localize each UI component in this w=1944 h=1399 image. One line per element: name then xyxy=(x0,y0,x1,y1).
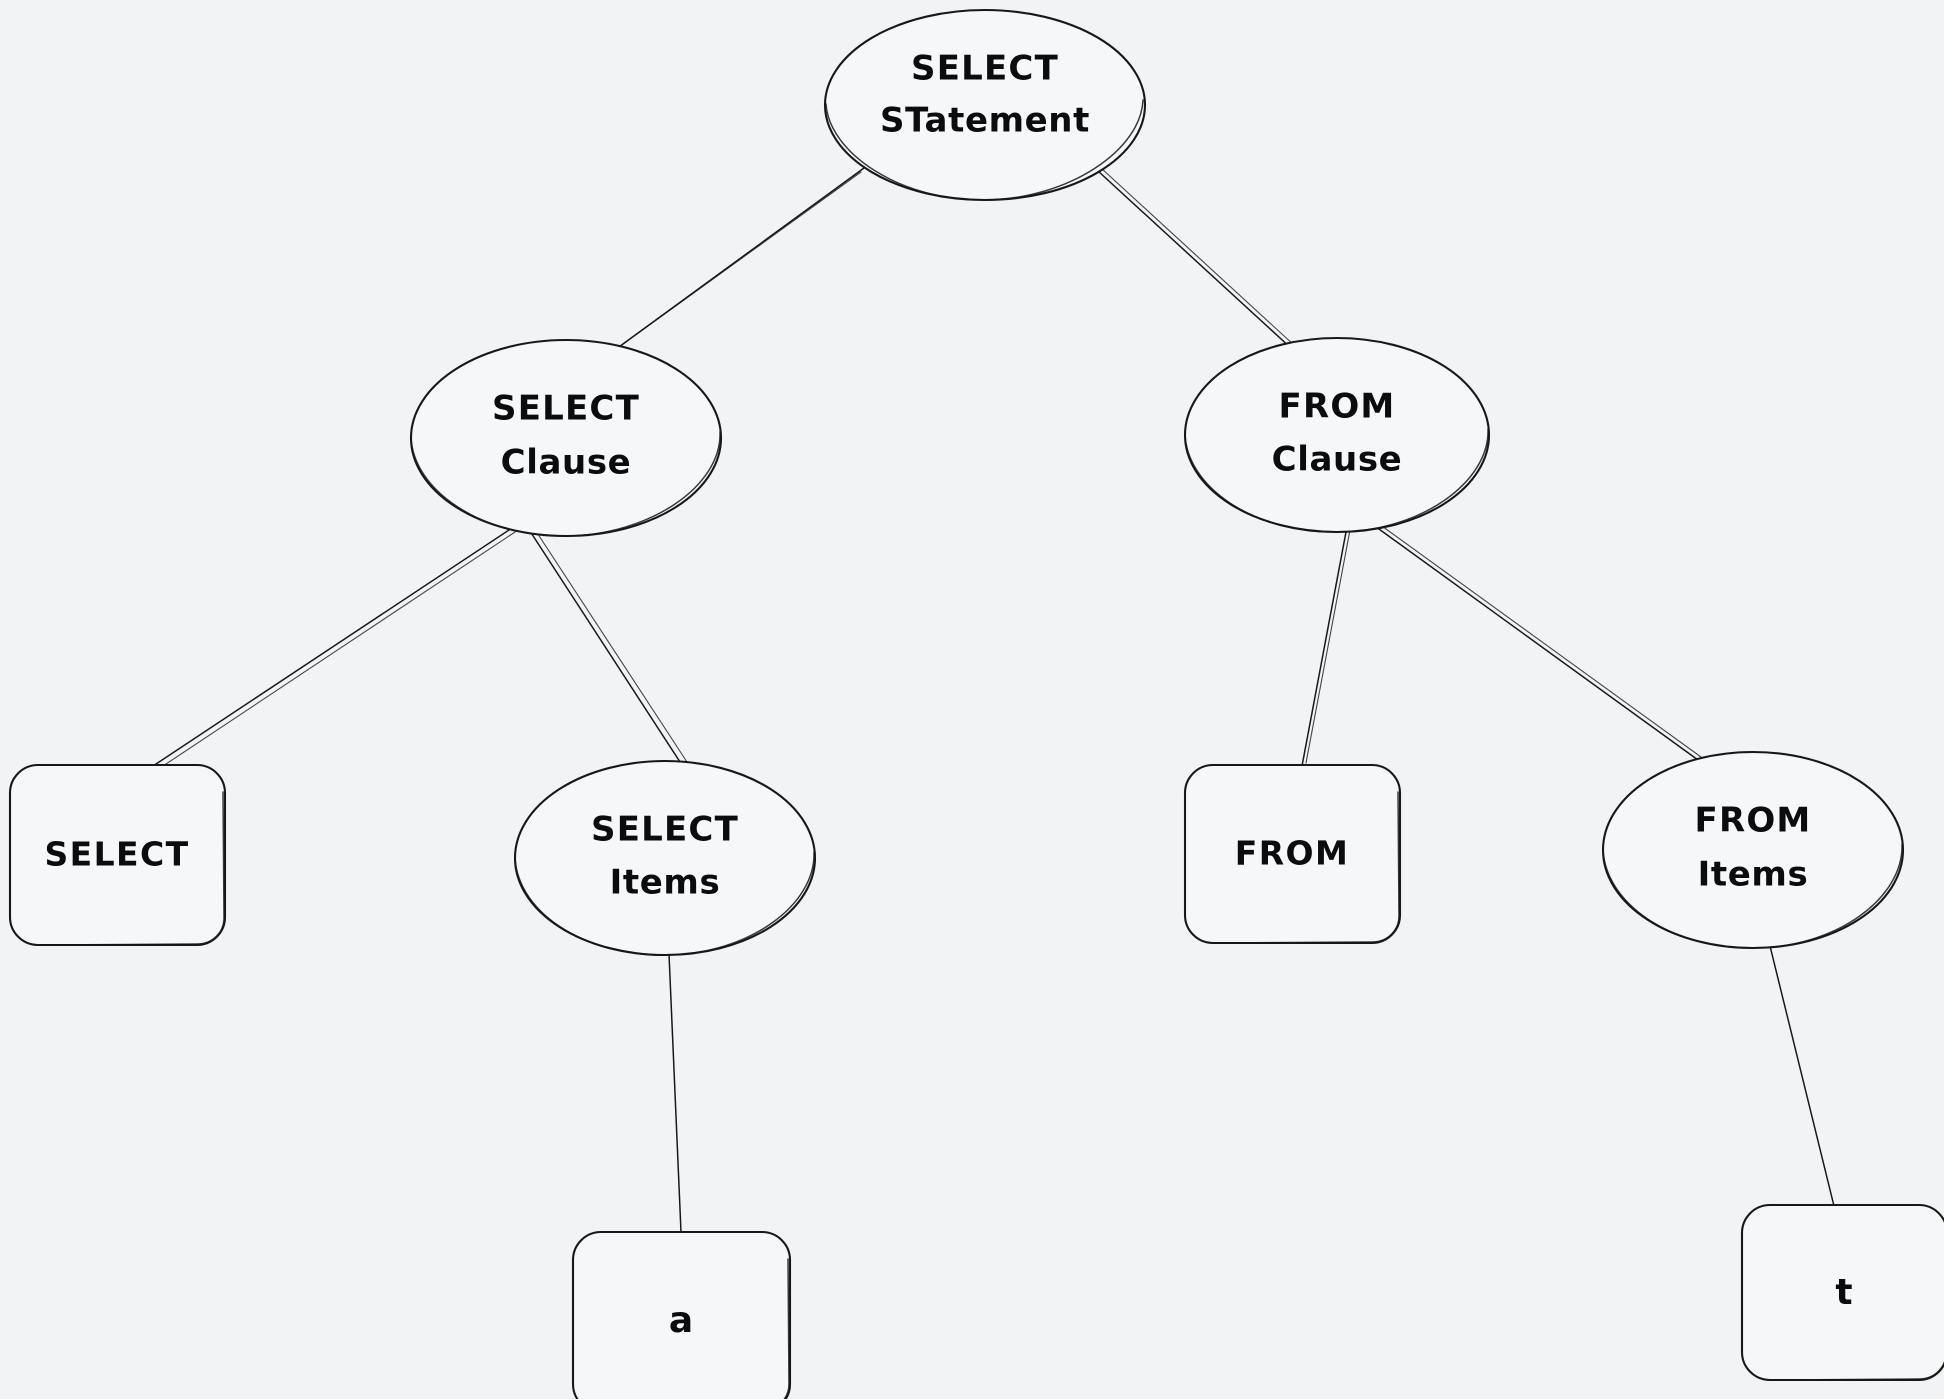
node-select-token[interactable]: SELECT xyxy=(8,763,227,947)
node-column-a[interactable]: a xyxy=(571,1230,792,1399)
edge-group xyxy=(149,167,1835,1233)
node-label-line1: SELECT xyxy=(591,810,739,850)
node-label-line2: STatement xyxy=(880,101,1090,141)
node-label: SELECT xyxy=(44,835,189,874)
node-label-line1: FROM xyxy=(1279,387,1396,427)
edge-from-clause-to-from-token xyxy=(1301,529,1351,767)
node-label: a xyxy=(669,1300,693,1341)
node-select-clause[interactable]: SELECT Clause xyxy=(409,338,723,538)
edge-select-clause-to-select-token xyxy=(149,527,516,773)
node-label-line2: Clause xyxy=(501,443,632,483)
node-table-t[interactable]: t xyxy=(1740,1203,1944,1382)
node-from-clause[interactable]: FROM Clause xyxy=(1183,336,1491,534)
node-label-line2: Clause xyxy=(1272,440,1403,480)
edge-select-items-to-column-a xyxy=(668,953,682,1233)
node-label: t xyxy=(1835,1272,1852,1313)
edge-root-to-select-clause xyxy=(607,167,865,356)
edge-from-clause-to-from-items xyxy=(1371,520,1702,761)
node-label-line1: FROM xyxy=(1695,801,1812,841)
edge-from-items-to-table-t xyxy=(1769,945,1835,1207)
node-label-line2: Items xyxy=(610,863,721,903)
edge-select-clause-to-select-items xyxy=(525,521,688,766)
node-from-items[interactable]: FROM Items xyxy=(1601,750,1905,950)
node-select-statement[interactable]: SELECT STatement xyxy=(823,8,1147,202)
node-from-token[interactable]: FROM xyxy=(1183,763,1402,945)
node-label-line1: SELECT xyxy=(911,49,1059,89)
node-label: FROM xyxy=(1235,834,1349,873)
node-label-line2: Items xyxy=(1698,855,1809,895)
node-select-items[interactable]: SELECT Items xyxy=(513,759,817,957)
edge-root-to-from-clause xyxy=(1097,167,1296,350)
node-label-line1: SELECT xyxy=(492,389,640,429)
